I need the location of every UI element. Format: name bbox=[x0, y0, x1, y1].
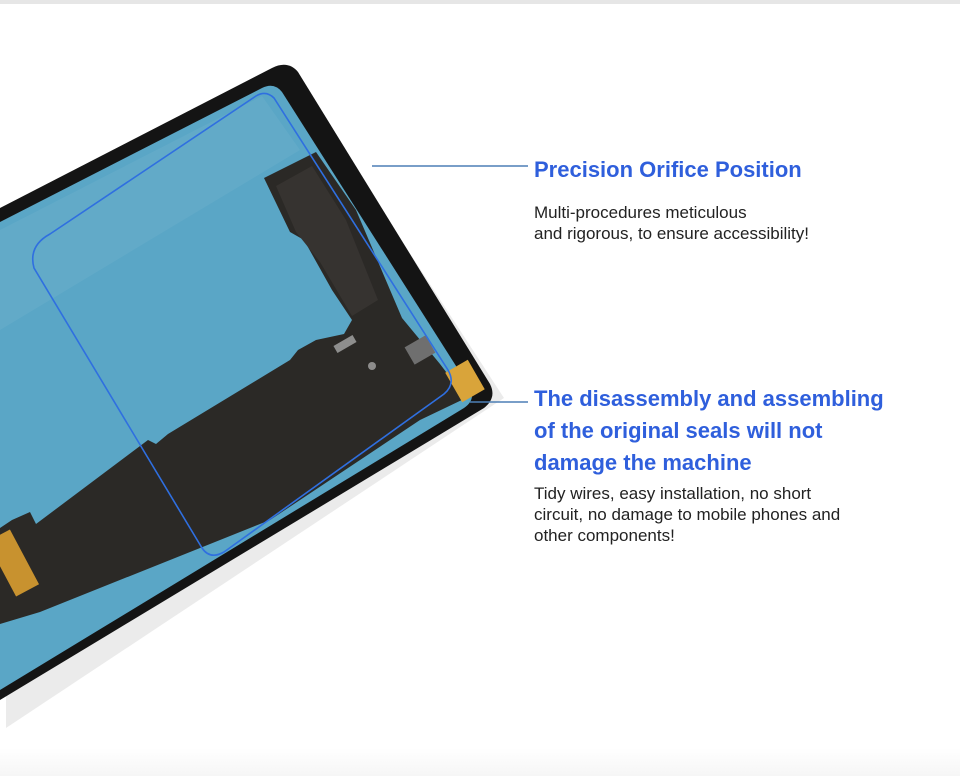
cable-screw bbox=[368, 362, 376, 370]
gold-contact bbox=[445, 359, 485, 403]
callout-title-orifice: Precision Orifice Position bbox=[534, 154, 802, 186]
callout-body-line: circuit, no damage to mobile phones and bbox=[534, 505, 841, 524]
panel-sheen bbox=[0, 96, 300, 330]
cable-label bbox=[333, 335, 357, 353]
callout-body-orifice: Multi-procedures meticulous and rigorous… bbox=[534, 202, 809, 244]
callout-title-line: of the original seals will not bbox=[534, 418, 823, 443]
callout-title-orifice-text: Precision Orifice Position bbox=[534, 157, 802, 182]
flex-cable-shade bbox=[276, 166, 378, 316]
callout-title-line: The disassembly and assembling bbox=[534, 386, 884, 411]
bottom-divider bbox=[0, 748, 960, 776]
cable-connector bbox=[404, 335, 436, 365]
callout-body-line: Multi-procedures meticulous bbox=[534, 203, 747, 222]
film-outline bbox=[31, 92, 452, 556]
callout-body-line: and rigorous, to ensure accessibility! bbox=[534, 224, 809, 243]
callout-body-line: Tidy wires, easy installation, no short bbox=[534, 484, 812, 503]
callout-body-line: other components! bbox=[534, 526, 675, 545]
callout-body-seals: Tidy wires, easy installation, no short … bbox=[534, 483, 840, 546]
callout-title-line: damage the machine bbox=[534, 450, 752, 475]
top-divider bbox=[0, 0, 960, 4]
callout-title-seals: The disassembly and assembling of the or… bbox=[534, 383, 884, 479]
flex-tail-left bbox=[0, 529, 40, 597]
